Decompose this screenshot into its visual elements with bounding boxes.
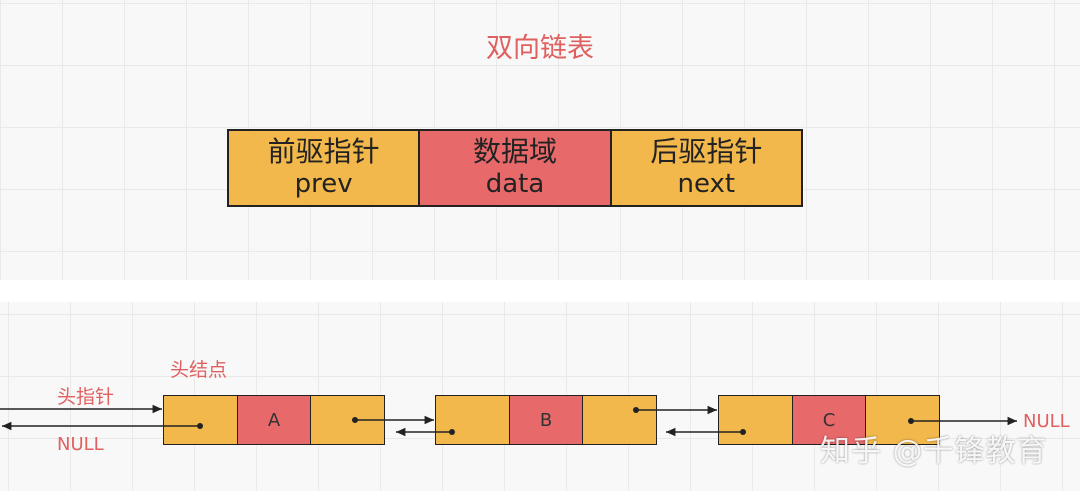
- node-structure: 前驱指针 prev 数据域 data 后驱指针 next: [227, 129, 803, 207]
- list-node-c: C: [718, 395, 940, 445]
- data-field: 数据域 data: [420, 131, 612, 205]
- node-c-data: C: [791, 395, 867, 445]
- head-node-label: 头结点: [170, 359, 228, 381]
- node-a-data: A: [236, 395, 312, 445]
- data-field-en: data: [485, 169, 545, 200]
- node-a-prev: [163, 395, 238, 445]
- node-b-next-dot: [633, 407, 639, 413]
- head-pointer-label: 头指针: [57, 386, 115, 408]
- list-node-b: B: [435, 395, 657, 445]
- node-c-prev-dot: [740, 429, 746, 435]
- node-c-next-dot: [908, 418, 914, 424]
- prev-field-en: prev: [294, 169, 353, 200]
- node-c-next: [865, 395, 940, 445]
- null-right-label: NULL: [1023, 411, 1070, 432]
- data-field-cn: 数据域: [472, 135, 557, 169]
- prev-field-cn: 前驱指针: [267, 135, 380, 169]
- next-field: 后驱指针 next: [611, 131, 801, 205]
- list-node-a: A: [163, 395, 385, 445]
- prev-field: 前驱指针 prev: [229, 131, 421, 205]
- diagram-title: 双向链表: [486, 33, 594, 64]
- next-field-cn: 后驱指针: [650, 135, 763, 169]
- node-b-next: [582, 395, 657, 445]
- watermark: 知乎 @千锋教育: [820, 434, 1048, 469]
- node-a-next-dot: [352, 417, 358, 423]
- null-left-label: NULL: [57, 434, 104, 455]
- node-b-prev-dot: [449, 429, 455, 435]
- node-a-prev-dot: [197, 423, 203, 429]
- node-b-prev: [435, 395, 510, 445]
- node-b-data: B: [508, 395, 584, 445]
- next-field-en: next: [677, 169, 736, 200]
